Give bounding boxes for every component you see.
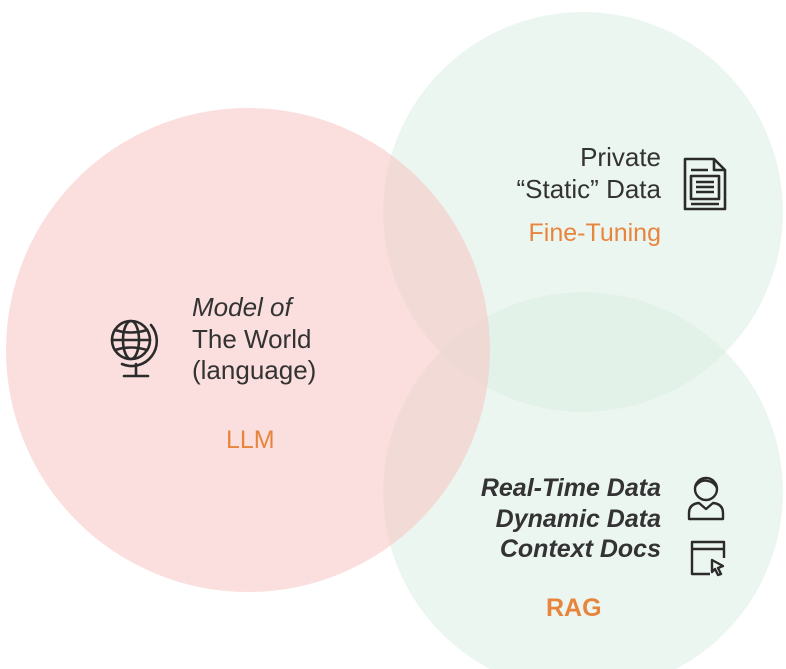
llm-description: Model of The World (language) (192, 292, 316, 387)
rag-description: Real-Time Data Dynamic Data Context Docs (481, 473, 661, 565)
fine-tuning-label: Fine-Tuning (528, 219, 661, 247)
fine-tuning-line-1: Private (580, 142, 661, 172)
document-icon (682, 156, 728, 212)
person-icon (686, 473, 726, 521)
llm-circle (6, 108, 490, 592)
fine-tuning-description: Private “Static” Data (517, 142, 662, 205)
rag-line-1: Real-Time Data (480, 474, 661, 502)
rag-line-3: Context Docs (499, 535, 661, 563)
rag-line-2: Dynamic Data (495, 504, 661, 533)
llm-label: LLM (226, 426, 275, 454)
globe-icon (104, 313, 160, 385)
browser-window-icon (688, 538, 728, 578)
llm-line-2: The World (192, 323, 312, 354)
rag-label: RAG (546, 594, 602, 622)
llm-line-3: (language) (192, 355, 317, 386)
llm-line-1: Model of (192, 292, 292, 322)
fine-tuning-line-2: “Static” Data (516, 173, 662, 204)
